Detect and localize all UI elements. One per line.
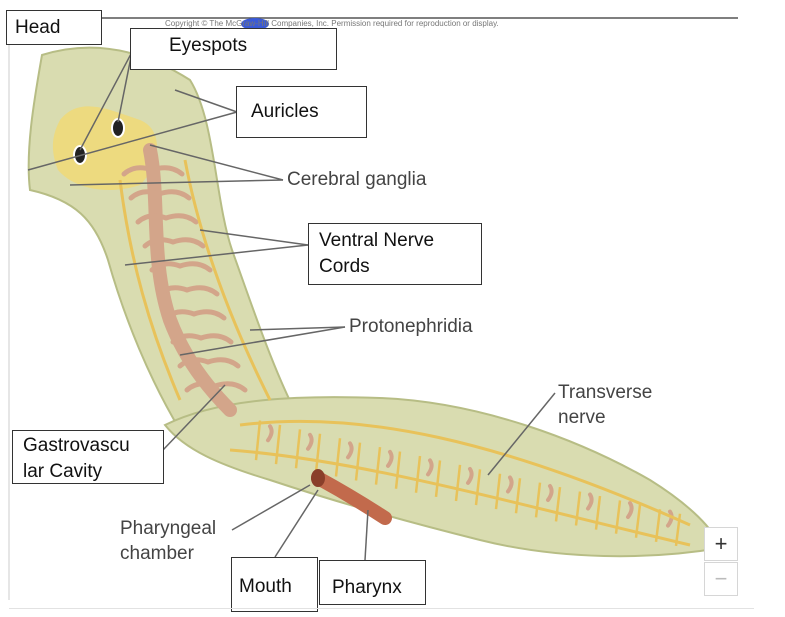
transverse-nerve-rung bbox=[294, 429, 302, 469]
transverse-nerve-rung bbox=[514, 478, 522, 514]
label-transverse-nerve: Transverse nerve bbox=[558, 382, 652, 430]
gut-branch bbox=[163, 213, 199, 225]
gut-branch bbox=[142, 237, 176, 249]
gut-branch bbox=[184, 285, 220, 297]
label-pharyngeal-line2: chamber bbox=[120, 542, 194, 564]
copyright-notice: Copyright © The McGraw-Hill Companies, I… bbox=[165, 19, 499, 28]
transverse-nerve-rung bbox=[274, 424, 282, 465]
label-auricles: Auricles bbox=[236, 86, 367, 138]
label-auricles-text: Auricles bbox=[251, 101, 319, 122]
gut-branch bbox=[177, 261, 213, 273]
label-eyespots-text: Eyespots bbox=[169, 35, 248, 56]
label-ventral-nerve-cords-line2: Cords bbox=[319, 255, 370, 277]
label-pharyngeal-chamber: Pharyngeal chamber bbox=[120, 518, 216, 566]
transverse-nerve-rung bbox=[314, 433, 322, 473]
gut-branch bbox=[205, 357, 241, 369]
label-transverse-nerve-line1: Transverse bbox=[558, 382, 653, 403]
blue-mark bbox=[241, 18, 269, 30]
tail-gut-branch bbox=[426, 458, 434, 477]
gut-branch bbox=[170, 333, 204, 345]
label-gastrovascular-line2: lar Cavity bbox=[23, 460, 103, 482]
transverse-nerve-rung bbox=[414, 455, 422, 493]
label-transverse-nerve-line2: nerve bbox=[558, 406, 606, 428]
tail-gut-branch bbox=[506, 475, 514, 494]
transverse-nerve-rung bbox=[394, 451, 402, 489]
mouth-opening bbox=[311, 469, 325, 487]
gut-branch bbox=[191, 309, 227, 321]
gut-branch bbox=[212, 381, 248, 393]
tail-nerve-cord-top bbox=[239, 419, 691, 527]
ventral-nerve-cord-left bbox=[118, 179, 182, 401]
gut-branch bbox=[149, 261, 183, 273]
transverse-nerve-rung bbox=[434, 460, 442, 498]
tail-gut-branch bbox=[586, 492, 594, 511]
label-mouth: Mouth bbox=[231, 557, 318, 612]
transverse-nerve-rung bbox=[354, 442, 362, 481]
tail-gut-branch bbox=[546, 484, 554, 502]
tail-gut-branch bbox=[466, 466, 474, 485]
gut-branch bbox=[170, 237, 206, 249]
label-head: Head bbox=[6, 10, 102, 45]
tail-gut-branch bbox=[386, 449, 394, 468]
transverse-nerve-rung bbox=[534, 482, 542, 518]
tail-gut-branch bbox=[626, 501, 634, 520]
gut-branch bbox=[184, 381, 218, 393]
transverse-nerve-rung bbox=[494, 473, 502, 510]
gut-branch bbox=[121, 165, 155, 177]
label-pharynx-text: Pharynx bbox=[332, 577, 402, 598]
label-protonephridia: Protonephridia bbox=[349, 316, 473, 337]
transverse-nerve-rung bbox=[554, 486, 562, 522]
label-head-text: Head bbox=[15, 17, 61, 38]
gut-branches bbox=[121, 165, 248, 393]
gut-branch bbox=[128, 189, 162, 201]
zoom-out-button[interactable]: − bbox=[704, 562, 738, 596]
transverse-nerve-rung bbox=[374, 446, 382, 485]
label-ventral-nerve-cords-line1: Ventral Nerve bbox=[319, 230, 435, 251]
label-eyespots: Eyespots bbox=[130, 28, 337, 70]
bottom-rule bbox=[9, 608, 754, 609]
transverse-nerve-rung bbox=[574, 491, 582, 526]
tail-gut-branch bbox=[346, 441, 354, 460]
ventral-nerve-cord-right bbox=[183, 159, 272, 401]
transverse-nerve-rung bbox=[454, 464, 462, 502]
tail-nerve-cord-bottom bbox=[229, 448, 691, 547]
gut-branch bbox=[177, 357, 211, 369]
gut-branch bbox=[163, 309, 197, 321]
tail-gut-branch bbox=[306, 432, 314, 451]
transverse-nerve-rung bbox=[334, 438, 342, 477]
gut-branch bbox=[149, 165, 185, 177]
label-pharyngeal-line1: Pharyngeal bbox=[120, 518, 217, 539]
label-gastrovascular-line1: Gastrovascu bbox=[23, 435, 130, 456]
gut-branch bbox=[156, 189, 192, 201]
label-cerebral-ganglia: Cerebral ganglia bbox=[287, 169, 427, 190]
label-gastrovascular-cavity: Gastrovascu lar Cavity bbox=[12, 430, 164, 484]
tail-gut-branch bbox=[266, 424, 274, 443]
label-ventral-nerve-cords: Ventral Nerve Cords bbox=[308, 223, 482, 285]
zoom-in-button[interactable]: + bbox=[704, 527, 738, 561]
gut-branch bbox=[198, 333, 234, 345]
gut-branch bbox=[156, 285, 190, 297]
leader-lines bbox=[27, 51, 556, 561]
transverse-nerve-rung bbox=[474, 469, 482, 506]
gut-branch bbox=[135, 213, 169, 225]
label-mouth-text: Mouth bbox=[239, 576, 292, 597]
label-pharynx: Pharynx bbox=[319, 560, 426, 605]
